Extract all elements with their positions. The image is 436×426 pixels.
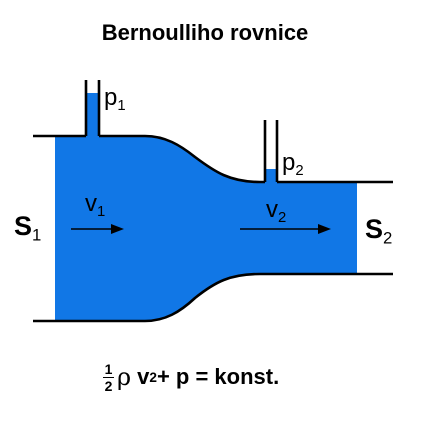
velocity-arrow-1 [71, 224, 124, 234]
diagram-title: Bernoulliho rovnice [101, 20, 309, 45]
fraction-bar [103, 376, 114, 378]
label-v1: v1 [85, 190, 106, 220]
manometer-1-fluid [87, 93, 98, 136]
velocity-arrow-2 [240, 224, 331, 234]
label-s2: S2 [365, 214, 393, 248]
pipe-top-wall-mid [99, 134, 265, 184]
label-s1: S1 [14, 211, 42, 245]
manometer-2-fluid [266, 169, 276, 182]
formula-rho: ρ [117, 363, 132, 391]
pipe-bottom-wall [33, 272, 393, 323]
fraction-denominator: 2 [104, 377, 113, 394]
label-p1: p1 [104, 84, 126, 114]
fraction-numerator: 1 [104, 360, 113, 377]
formula-exponent: 2 [149, 369, 157, 385]
formula-rest: + p = konst. [156, 364, 280, 389]
formula-v: v [137, 364, 150, 389]
formula-fraction: 1 2 [103, 362, 114, 393]
label-p2: p2 [282, 149, 304, 179]
label-v2: v2 [266, 196, 287, 226]
